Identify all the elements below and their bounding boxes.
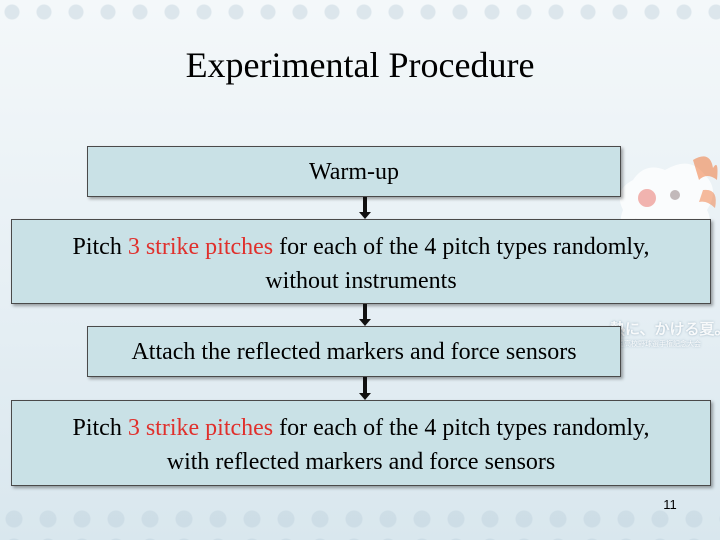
step-3-text: Attach the reflected markers and force s… [131,339,577,365]
step-4-line2: with reflected markers and force sensors [166,449,556,475]
flow-arrow-2 [359,304,371,326]
page-number: 11 [663,497,677,512]
logo-small-text: 全国高校野球選手権記念大会 [610,340,701,348]
step-pitch-without-instruments: Pitch 3 strike pitches for each of the 4… [11,219,711,304]
decorative-top-pattern [0,0,720,24]
step-4-suffix: for each of the 4 pitch types randomly, [273,415,650,441]
step-2-highlight: 3 strike pitches [127,234,274,260]
logo-big-text: 熱に、かける夏。 [610,320,720,338]
step-2-prefix: Pitch [72,234,128,260]
flow-arrow-1 [359,197,371,219]
step-pitch-with-instruments: Pitch 3 strike pitches for each of the 4… [11,400,711,486]
slide-title: Experimental Procedure [185,45,535,85]
step-warm-up: Warm-up [87,146,621,197]
step-4-prefix: Pitch [72,415,128,441]
background-logo: 熱に、かける夏。 全国高校野球選手権記念大会 [610,318,720,354]
step-2-line2: without instruments [265,268,457,294]
decorative-bottom-pattern [0,505,720,540]
flow-arrow-3 [359,377,371,400]
step-1-text: Warm-up [308,159,400,185]
step-attach-sensors: Attach the reflected markers and force s… [87,326,621,377]
step-4-highlight: 3 strike pitches [127,415,274,441]
step-2-suffix: for each of the 4 pitch types randomly, [273,234,650,260]
